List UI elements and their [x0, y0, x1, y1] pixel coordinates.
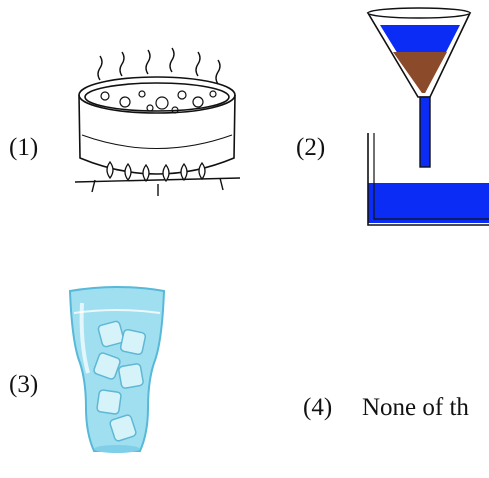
- option-4-text: None of th: [362, 394, 469, 421]
- ice-water-glass-illustration: [68, 286, 166, 453]
- funnel-icon: [366, 7, 472, 168]
- bubbles-icon: [100, 90, 217, 114]
- option-1-number: (1): [9, 134, 39, 161]
- option-4-number: (4): [303, 394, 333, 421]
- pot-icon: [78, 76, 236, 175]
- steam-icon: [97, 47, 221, 85]
- option-3-number: (3): [9, 371, 39, 398]
- filtration-illustration: [366, 7, 489, 226]
- boiling-pot-illustration: [74, 47, 241, 196]
- flame-icon: [106, 160, 206, 183]
- burner-icon: [74, 177, 241, 196]
- beaker-icon: [367, 133, 489, 226]
- option-2-number: (2): [296, 134, 326, 161]
- ice-cube-icon: [93, 320, 147, 442]
